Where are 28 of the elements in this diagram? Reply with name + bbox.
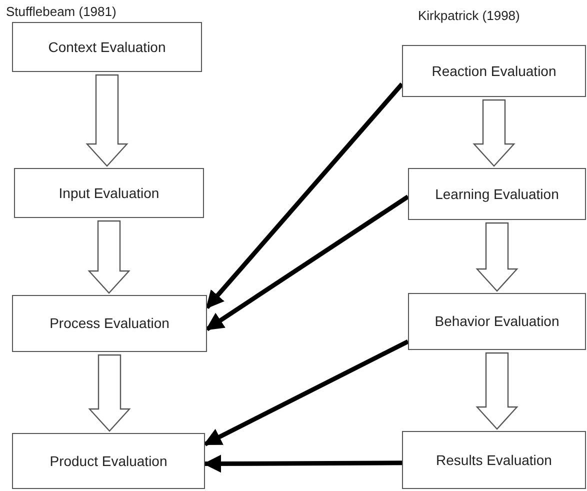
hollow-arrow <box>86 74 128 167</box>
box-label: Input Evaluation <box>58 184 160 203</box>
box-label: Reaction Evaluation <box>432 62 556 80</box>
arrow <box>206 194 410 332</box>
column-heading: Stufflebeam (1981) <box>6 3 116 21</box>
box-label: Learning Evaluation <box>435 184 559 204</box>
box-label: Behavior Evaluation <box>434 312 560 331</box>
process-box <box>12 22 202 72</box>
box-label: Process Evaluation <box>50 314 170 333</box>
arrow <box>203 454 402 473</box>
hollow-arrow <box>88 354 131 432</box>
hollow-arrow <box>476 222 518 292</box>
box-label: Context Evaluation <box>48 38 166 56</box>
process-box <box>408 293 586 350</box>
process-box <box>402 431 586 489</box>
hollow-arrow <box>476 352 518 430</box>
process-box <box>12 433 205 489</box>
process-box <box>12 295 207 352</box>
column-heading: Kirkpatrick (1998) <box>418 7 520 25</box>
box-label: Product Evaluation <box>50 452 168 470</box>
arrow <box>203 339 410 446</box>
process-box <box>408 168 586 220</box>
hollow-arrow <box>88 220 130 294</box>
process-box <box>402 45 586 97</box>
box-label: Results Evaluation <box>436 450 552 470</box>
hollow-arrow <box>472 99 516 167</box>
process-box <box>14 168 204 218</box>
arrow <box>205 82 404 310</box>
